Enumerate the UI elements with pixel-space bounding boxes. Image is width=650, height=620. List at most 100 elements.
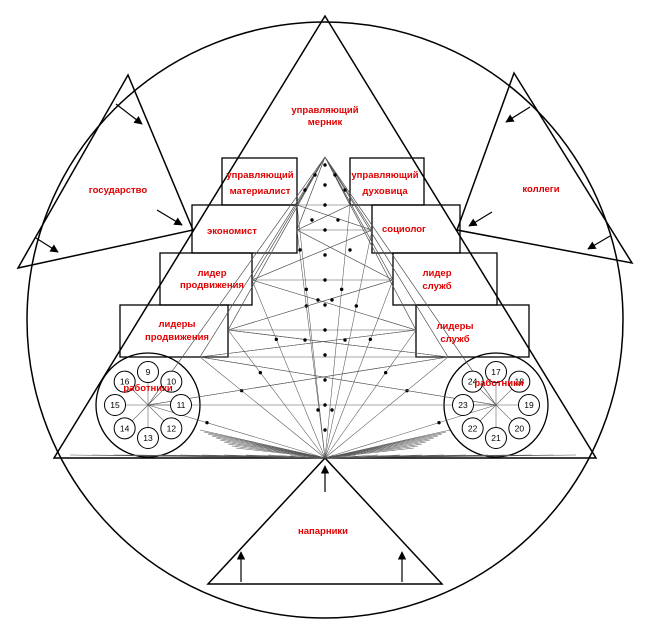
lattice-line	[227, 156, 326, 331]
center-dot	[323, 403, 327, 407]
left-steps	[119, 157, 298, 358]
lattice-line	[324, 156, 417, 331]
bottom-triangle	[206, 456, 444, 585]
right-worker-node-number: 23	[458, 400, 468, 410]
left-worker-node	[113, 370, 136, 393]
right-worker-node-number: 24	[468, 377, 478, 387]
right-worker-node	[461, 417, 484, 440]
lattice-line	[296, 156, 326, 231]
label-workers-left: работники	[123, 383, 173, 394]
left-worker-node	[160, 417, 183, 440]
label-partners: напарники	[298, 526, 348, 537]
fan-line	[324, 356, 449, 459]
right-worker-node	[508, 417, 531, 440]
label-manager-top: управляющий	[291, 105, 358, 116]
center-dot	[323, 203, 327, 207]
label-leaders-right: лидеры	[436, 321, 473, 332]
fan-dot	[339, 287, 344, 292]
label-manager-right-2: духовица	[362, 186, 408, 197]
label-manager-top-2: мерник	[308, 117, 343, 128]
label-leaders-left-2: продвижения	[145, 332, 209, 343]
lattice-dot	[316, 298, 320, 302]
lattice-line	[251, 156, 326, 281]
fan-dot	[258, 370, 263, 375]
fan-dot	[205, 420, 209, 425]
fan-dot	[304, 287, 309, 292]
base-fan-line	[324, 454, 577, 459]
left-worker-node-number: 15	[110, 400, 120, 410]
label-sociologist: социолог	[382, 224, 426, 235]
lattice-dot	[330, 408, 334, 412]
right-worker-node-number: 21	[491, 433, 501, 443]
cross-line	[251, 279, 417, 331]
fan-dot	[354, 304, 359, 308]
right-worker-node-number: 22	[468, 423, 478, 433]
center-dot	[323, 253, 327, 257]
left-worker-node	[160, 370, 183, 393]
right-worker-node-number: 19	[524, 400, 534, 410]
fan-line	[324, 229, 373, 459]
arrow-right-3	[587, 235, 611, 250]
fan-dot	[368, 337, 373, 342]
fan-line	[251, 279, 326, 459]
outer-circle	[26, 21, 624, 619]
arrow-left-3	[35, 237, 59, 253]
lattice-line	[147, 156, 326, 406]
fan-dot	[239, 388, 244, 393]
cross-line	[296, 204, 373, 231]
right-worker-node	[485, 361, 507, 383]
fan-line	[296, 204, 326, 459]
lattice-dot	[336, 218, 340, 222]
right-triangle	[455, 71, 634, 265]
label-state: государство	[89, 185, 148, 196]
label-manager-left: управляющий	[226, 170, 293, 181]
cross-line	[199, 356, 497, 406]
fan-dot	[383, 370, 388, 375]
center-dot	[323, 183, 327, 187]
fan-line	[324, 329, 417, 459]
lattice-dot	[303, 338, 307, 342]
center-dot	[323, 278, 327, 282]
left-worker-node-number: 12	[167, 423, 177, 433]
fan-line	[227, 329, 326, 459]
label-leader-right-2: служб	[422, 281, 451, 292]
left-worker-node-number: 13	[143, 433, 153, 443]
left-worker-node	[104, 394, 126, 416]
fan-dot	[437, 420, 441, 425]
lattice-dot	[313, 173, 317, 177]
left-worker-node-number: 16	[120, 377, 130, 387]
center-dot	[323, 303, 327, 307]
label-leaders-right-2: служб	[440, 334, 469, 345]
left-worker-node-number: 9	[146, 367, 151, 377]
lattice-line	[324, 156, 394, 281]
right-worker-node-number: 18	[515, 377, 525, 387]
cross-line	[199, 329, 417, 358]
base-fan-line	[267, 454, 326, 459]
right-worker-node	[508, 370, 531, 393]
lattice-dot	[343, 338, 347, 342]
lattice-dot	[316, 408, 320, 412]
cross-line	[296, 204, 351, 231]
center-dot	[323, 328, 327, 332]
lattice-dot	[333, 173, 337, 177]
left-worker-node-number: 11	[177, 400, 186, 410]
left-worker-node-number: 10	[167, 377, 177, 387]
right-worker-node	[518, 394, 540, 416]
left-worker-node	[170, 394, 192, 416]
lattice-dot	[343, 188, 347, 192]
cross-line	[251, 229, 373, 281]
center-dot	[323, 428, 327, 432]
lattice-dot	[330, 298, 334, 302]
center-dot	[323, 228, 327, 232]
label-leader-left-2: продвижения	[180, 280, 244, 291]
right-worker-node-number: 17	[491, 367, 501, 377]
label-leader-right: лидер	[423, 268, 452, 279]
label-economist: экономист	[207, 226, 257, 237]
cross-line	[296, 229, 394, 281]
arrow-right-1	[505, 106, 531, 123]
left-worker-node	[137, 361, 159, 383]
left-triangle	[16, 73, 195, 270]
right-worker-node	[461, 370, 484, 393]
